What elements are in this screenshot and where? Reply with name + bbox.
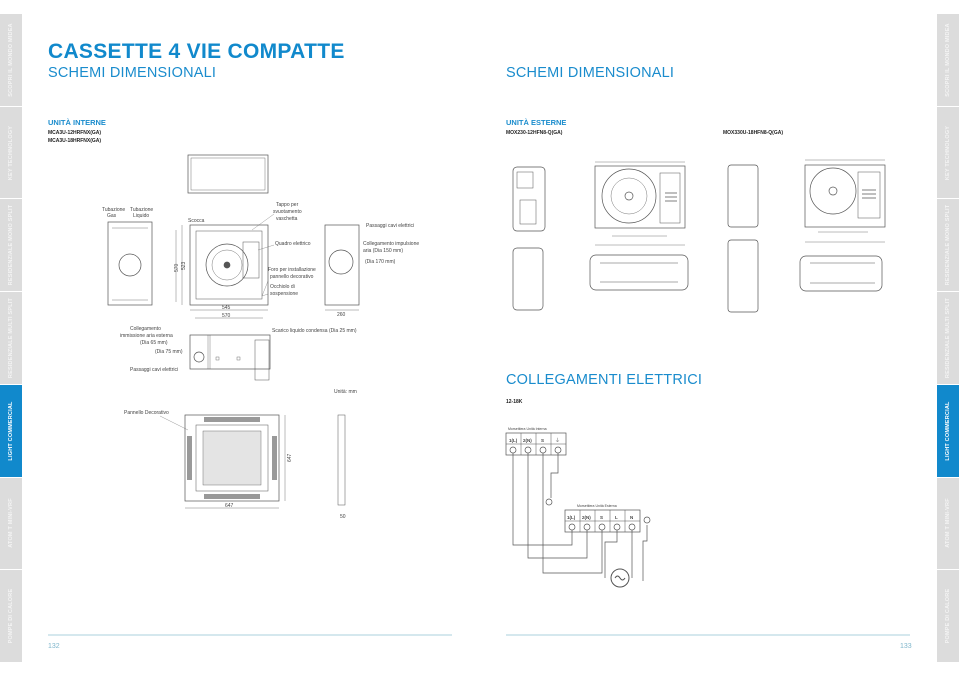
label-foro: Foro per installazione <box>268 267 316 273</box>
page-subtitle-right: SCHEMI DIMENSIONALI <box>506 65 675 81</box>
tab-residenziale-multi-split[interactable]: RESIDENZIALE MULTI SPLIT <box>0 292 22 384</box>
footer-divider-right <box>506 634 910 636</box>
label-liquid: Tubazione <box>130 207 153 213</box>
label-scocca: Scocca <box>188 218 205 224</box>
terminal-label-external: Morsettiera Unità Esterna <box>577 504 617 508</box>
tab-scopri-il-mondo-midea[interactable]: SCOPRI IL MONDO MIDEA <box>0 14 22 106</box>
label-occhiolo: sospensione <box>270 291 298 297</box>
tab-key-technology[interactable]: KEY TECHNOLOGY <box>937 106 959 199</box>
model-name: MCA3U-18HRFNX(GA) <box>48 138 102 144</box>
model-name: MOX230-12HFN8-Q(GA) <box>506 130 563 136</box>
label-foro: pannello decorativo <box>270 274 314 280</box>
dim: 570 <box>222 313 231 319</box>
footer-divider-left <box>48 634 452 636</box>
section-nav-right: SCOPRI IL MONDO MIDEA KEY TECHNOLOGY RES… <box>937 14 959 663</box>
tab-light-commercial[interactable]: LIGHT COMMERCIAL <box>0 384 22 477</box>
label-immissione: (Dia 75 mm) <box>155 349 183 355</box>
section-nav-left: SCOPRI IL MONDO MIDEA KEY TECHNOLOGY RES… <box>0 14 22 663</box>
tab-atom-t-mini-vrf[interactable]: ATOM T MINI-VRF <box>937 477 959 570</box>
section-heading-outdoor: UNITÀ ESTERNE <box>506 118 567 127</box>
wiring-diagram: Morsettiera Unità Interna 1(L) 2(N) S ⏚ … <box>505 427 651 588</box>
label-tappo: vaschetta <box>276 216 298 222</box>
label-impulsione: aria (Dia 150 mm) <box>363 248 403 254</box>
terminal: N <box>630 515 633 520</box>
terminal: 1(L) <box>567 515 576 520</box>
page-number-right: 133 <box>900 643 912 650</box>
dim: 570 <box>174 263 180 272</box>
label-immissione: immissione aria esterna <box>120 333 173 339</box>
tab-residenziale-multi-split[interactable]: RESIDENZIALE MULTI SPLIT <box>937 292 959 384</box>
label-gas: Tubazione <box>102 207 125 213</box>
terminal-label-internal: Morsettiera Unità Interna <box>508 427 547 431</box>
label-occhiolo: Occhiolo di <box>270 284 295 290</box>
wiring-subtitle: 12-18K <box>506 399 523 405</box>
dim: 260 <box>337 312 346 318</box>
decorative-panel-view: 647 647 Pannello Decorativo 50 <box>124 410 346 520</box>
tab-residenziale-mono-split[interactable]: RESIDENZIALE MONO SPLIT <box>937 199 959 292</box>
indoor-top-view <box>187 154 269 194</box>
label-passaggi: Passaggi cavi elettrici <box>366 223 414 229</box>
label-gas: Gas <box>107 213 117 219</box>
indoor-front-view: Collegamento immissione aria esterna (Di… <box>120 326 357 395</box>
tab-pompe-di-calore[interactable]: POMPE DI CALORE <box>937 570 959 663</box>
section-heading-indoor: UNITÀ INTERNE <box>48 118 106 127</box>
tab-key-technology[interactable]: KEY TECHNOLOGY <box>0 106 22 199</box>
units-note: Unità: mm <box>334 389 357 395</box>
dim: 647 <box>287 453 293 462</box>
page-number-left: 132 <box>48 643 60 650</box>
page-title: CASSETTE 4 VIE COMPATTE <box>48 40 345 63</box>
terminal: 1(L) <box>509 438 518 443</box>
terminal: 2(N) <box>582 515 591 520</box>
label-quadro: Quadro elettrico <box>275 241 311 247</box>
terminal: ⏚ <box>555 437 560 444</box>
indoor-side-view-right: 260 Passaggi cavi elettrici Collegamento… <box>324 223 419 318</box>
outdoor-unit-small-views <box>512 159 886 313</box>
dim: 545 <box>222 305 231 311</box>
label-tappo: Tappo per <box>276 202 299 208</box>
tab-light-commercial[interactable]: LIGHT COMMERCIAL <box>937 384 959 477</box>
indoor-side-view: Tubazione Gas Tubazione Liquido <box>102 207 153 306</box>
wiring-heading: COLLEGAMENTI ELETTRICI <box>506 372 703 388</box>
dim: 50 <box>340 514 346 520</box>
label-liquid: Liquido <box>133 213 149 219</box>
label-impulsione: Collegamento impulsione <box>363 241 419 247</box>
dim: 647 <box>225 503 234 509</box>
model-name: MOX330U-18HFN8-Q(GA) <box>723 130 784 136</box>
label-immissione: Collegamento <box>130 326 161 332</box>
terminal: 2(N) <box>523 438 532 443</box>
label-passaggi: Passaggi cavi elettrici <box>130 367 178 373</box>
tab-scopri-il-mondo-midea[interactable]: SCOPRI IL MONDO MIDEA <box>937 14 959 106</box>
terminal: L <box>615 515 618 520</box>
tab-pompe-di-calore[interactable]: POMPE DI CALORE <box>0 570 22 663</box>
page-subtitle: SCHEMI DIMENSIONALI <box>48 65 217 81</box>
tab-atom-t-mini-vrf[interactable]: ATOM T MINI-VRF <box>0 477 22 570</box>
label-scarico: Scarico liquido condensa (Dia 25 mm) <box>272 328 357 334</box>
indoor-bottom-view: 570 523 545 570 Scocca Tappo per svuotam… <box>174 202 316 319</box>
tab-residenziale-mono-split[interactable]: RESIDENZIALE MONO SPLIT <box>0 199 22 292</box>
terminal: S <box>600 515 603 520</box>
dim: 523 <box>181 261 187 270</box>
label-pannello: Pannello Decorativo <box>124 410 169 416</box>
terminal: S <box>541 438 544 443</box>
model-name: MCA3U-12HRFNX(GA) <box>48 130 102 136</box>
label-immissione: (Dia 65 mm) <box>140 340 168 346</box>
label-tappo: svuotamento <box>273 209 302 215</box>
label-impulsione: (Dia 170 mm) <box>365 259 396 265</box>
